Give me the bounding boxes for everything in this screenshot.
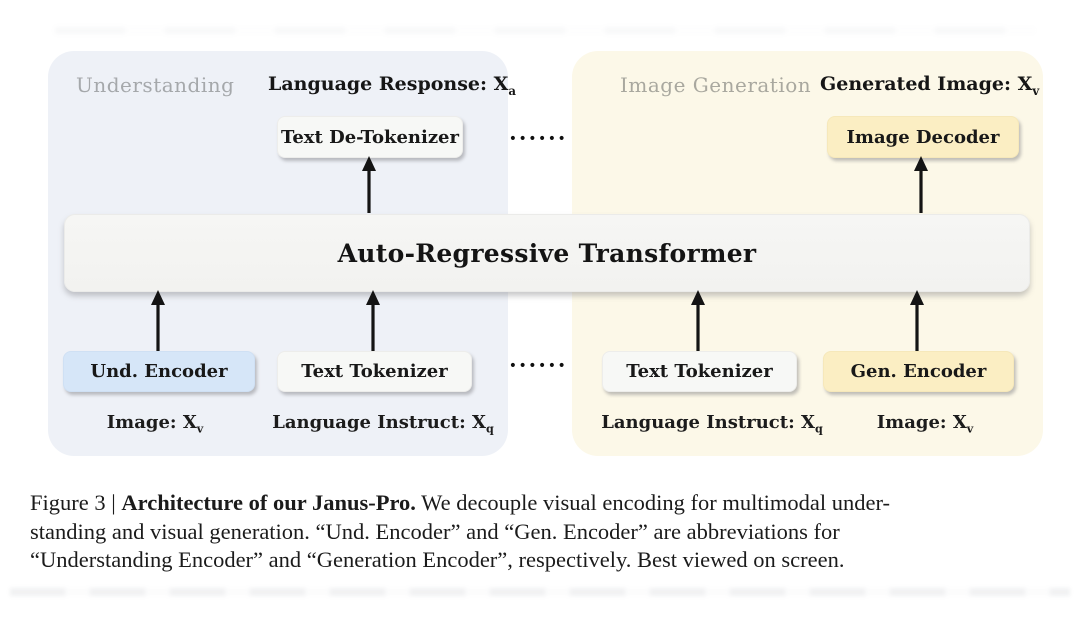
language-instruct-subscript-right: q [814, 422, 823, 436]
text-tokenizer-box-left: Text Tokenizer [277, 351, 472, 392]
auto-regressive-transformer-box: Auto-Regressive Transformer [64, 214, 1030, 292]
language-response-text: Language Response: X [268, 73, 509, 95]
generated-image-text: Generated Image: X [820, 73, 1033, 95]
image-input-subscript-right: v [966, 422, 974, 436]
caption-bold-title: Architecture of our Janus-Pro. [121, 490, 416, 515]
image-input-subscript-left: v [196, 422, 204, 436]
und-encoder-box: Und. Encoder [63, 351, 255, 392]
language-response-label: Language Response: Xa [268, 73, 516, 98]
generated-image-label: Generated Image: Xv [820, 73, 1039, 98]
generated-image-subscript: v [1032, 83, 1040, 98]
gen-encoder-box: Gen. Encoder [823, 351, 1014, 392]
image-input-label-left: Image: Xv [95, 412, 215, 436]
figure-caption: Figure 3 | Architecture of our Janus-Pro… [30, 489, 1060, 575]
text-de-tokenizer-box: Text De-Tokenizer [277, 116, 463, 158]
ellipsis-bottom: •••••• [508, 358, 568, 374]
ellipsis-top: •••••• [508, 131, 568, 147]
caption-figure-number: Figure 3 | [30, 490, 122, 515]
language-instruct-label-left: Language Instruct: Xq [268, 412, 498, 436]
language-instruct-text-left: Language Instruct: X [272, 412, 486, 433]
text-tokenizer-box-right: Text Tokenizer [602, 351, 797, 392]
language-response-subscript: a [508, 83, 517, 98]
image-input-label-right: Image: Xv [865, 412, 985, 436]
caption-line-1-rest: We decouple visual encoding for multimod… [415, 490, 891, 515]
language-instruct-subscript-left: q [485, 422, 494, 436]
artifact-strip-bottom [10, 588, 1070, 596]
image-input-text-left: Image: X [106, 412, 197, 433]
caption-line-1: Figure 3 | Architecture of our Janus-Pro… [30, 489, 1060, 518]
understanding-panel-label: Understanding [76, 73, 235, 97]
artifact-strip-top [55, 27, 1035, 34]
image-decoder-box: Image Decoder [827, 116, 1019, 158]
image-input-text-right: Image: X [876, 412, 967, 433]
image-generation-panel-label: Image Generation [620, 73, 812, 97]
language-instruct-text-right: Language Instruct: X [601, 412, 815, 433]
caption-line-3: “Understanding Encoder” and “Generation … [30, 547, 845, 572]
language-instruct-label-right: Language Instruct: Xq [597, 412, 827, 436]
caption-line-2: standing and visual generation. “Und. En… [30, 518, 840, 544]
